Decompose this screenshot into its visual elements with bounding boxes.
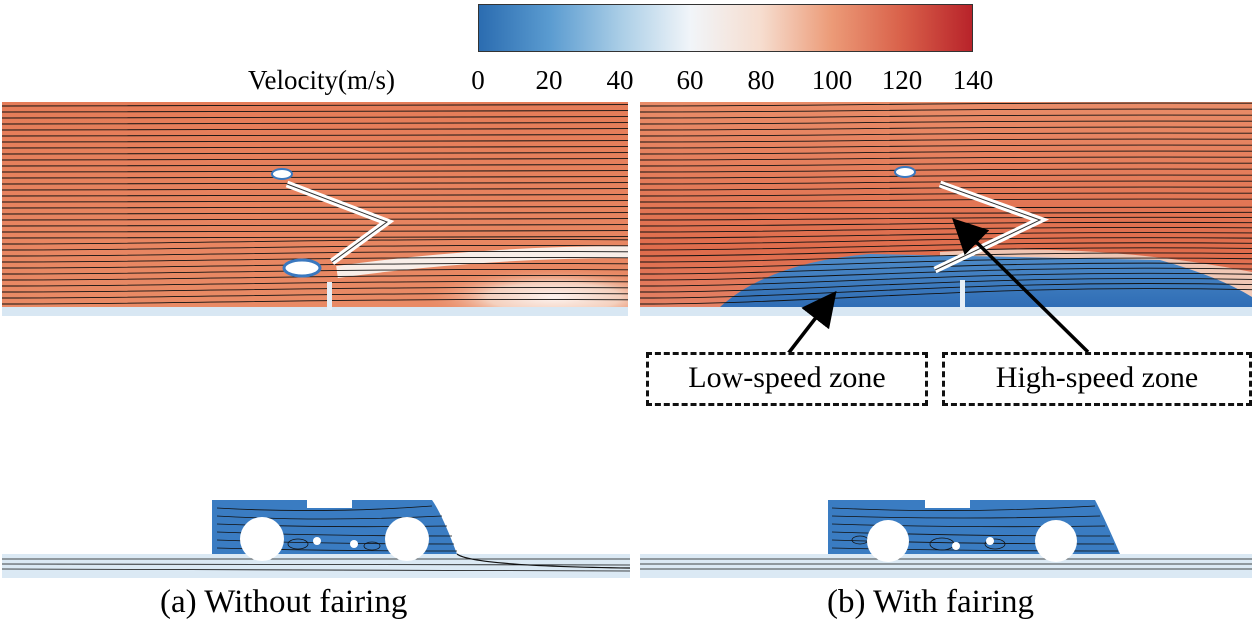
colorbar-tick-60: 60 [676,65,704,95]
streamline [2,281,628,287]
streamline [2,122,628,125]
streamline [2,128,628,131]
streamline [640,180,1252,185]
colorbar-tick-120: 120 [881,65,923,95]
streamline [640,216,1252,221]
streamline [2,206,628,209]
streamline [640,232,1252,239]
streamline [2,110,628,113]
streamline [2,104,628,107]
streamline [640,211,1252,215]
bogie-view-with-fairing [640,494,1252,580]
streamline [2,212,628,215]
streamline [2,251,628,257]
streamline [2,164,628,167]
streamline [2,182,628,185]
streamline [640,114,1252,119]
streamline [640,120,1252,125]
streamline [640,198,1252,203]
streamline [2,287,628,293]
caption-with-fairing: (b) With fairing [827,584,1035,620]
streamline [2,275,628,281]
caption-without-fairing: (a) Without fairing [160,584,408,620]
streamline [640,186,1252,191]
colorbar-tick-20: 20 [535,65,563,95]
streamline [2,146,628,149]
streamline [2,293,628,299]
colorbar-tick-100: 100 [811,65,853,95]
streamline [2,134,628,137]
streamline [640,156,1252,161]
streamline [640,144,1252,149]
streamline [640,272,1252,287]
streamline [2,239,628,245]
colorbar-tick-140: 140 [952,65,994,95]
streamline [640,162,1252,167]
streamline [640,252,1252,263]
streamline [2,194,628,197]
streamline [2,257,628,263]
high-speed-zone-label: High-speed zone [942,352,1252,406]
streamline [640,237,1252,245]
colorbar-tick-40: 40 [606,65,634,95]
streamline [640,150,1252,155]
streamline [640,288,1252,305]
streamline [2,236,628,239]
streamline [2,224,628,227]
streamline [640,138,1252,143]
streamline [640,126,1252,131]
colorbar-label: Velocity(m/s) [248,65,395,95]
streamline [2,299,628,305]
streamline [2,140,628,143]
streamline [640,108,1252,113]
streamline [2,158,628,161]
streamline [2,218,628,221]
streamline [2,152,628,155]
streamline [2,263,628,269]
velocity-colorbar [478,4,973,52]
streamline [640,277,1252,293]
streamline [2,188,628,191]
high-speed-arrow [952,218,1090,354]
streamline [640,242,1252,251]
low-speed-zone-label: Low-speed zone [646,352,928,406]
colorbar-tick-80: 80 [747,65,775,95]
streamline [640,192,1252,197]
streamline [640,206,1252,209]
bogie-view-without-fairing [2,494,630,580]
streamline [640,262,1252,275]
streamline [640,283,1252,299]
streamline [640,257,1252,269]
streamline [2,116,628,119]
streamline [640,247,1252,257]
streamline [2,269,628,275]
streamline [640,267,1252,281]
streamline [640,132,1252,137]
colorbar-tick-0: 0 [471,65,485,95]
low-speed-arrow [785,290,837,357]
streamline [640,221,1252,227]
streamline [640,102,1252,107]
streamline [2,245,628,251]
streamline [640,227,1252,233]
streamline [2,230,628,233]
flow-field-without-fairing [2,102,628,316]
streamline [2,200,628,203]
